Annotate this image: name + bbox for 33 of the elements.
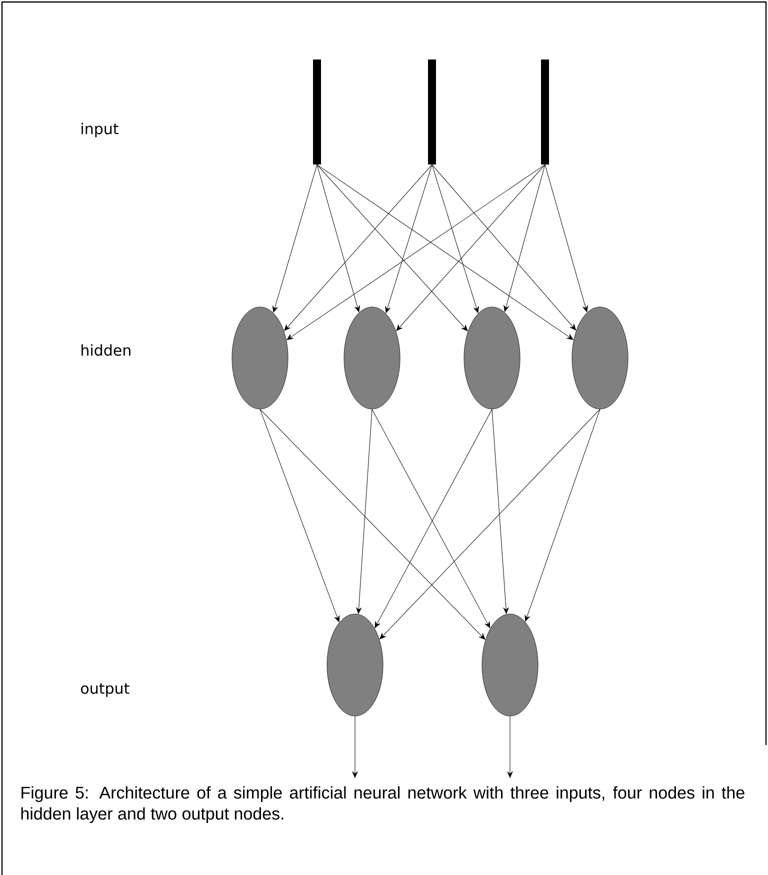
arrow	[432, 164, 479, 314]
arrow	[272, 164, 318, 312]
neuron-ellipse	[232, 306, 288, 410]
caption: Figure 5: Architecture of a simple artificial neural network with three inputs, four nodes in the hidden layer and two output nodes.	[21, 786, 744, 824]
arrow	[316, 164, 468, 332]
arrow	[492, 408, 509, 614]
layer-label: hidden	[82, 344, 130, 356]
arrow	[316, 164, 360, 312]
arrow	[507, 716, 513, 778]
arrow	[316, 164, 574, 340]
arrow	[524, 408, 600, 622]
arrow	[504, 164, 546, 312]
input-bar	[428, 60, 436, 164]
arrow	[544, 164, 588, 312]
arrow	[260, 408, 340, 622]
neuron-ellipse	[464, 306, 520, 410]
arrow	[352, 716, 358, 778]
arrow	[260, 408, 486, 640]
input-bar	[313, 60, 321, 164]
layer-label: output	[81, 683, 130, 697]
neuron-ellipse	[344, 306, 400, 410]
arrow	[356, 408, 372, 614]
arrow	[286, 164, 546, 340]
layer-label: input	[82, 122, 118, 138]
neuron-ellipse	[326, 614, 384, 716]
arrow	[432, 164, 576, 330]
arrow	[385, 164, 432, 314]
neuron-ellipse	[482, 614, 538, 716]
input-bar	[541, 60, 549, 164]
neuron-ellipse	[572, 306, 628, 410]
arrow	[284, 164, 432, 331]
arrow	[396, 164, 546, 331]
arrow	[380, 408, 600, 640]
